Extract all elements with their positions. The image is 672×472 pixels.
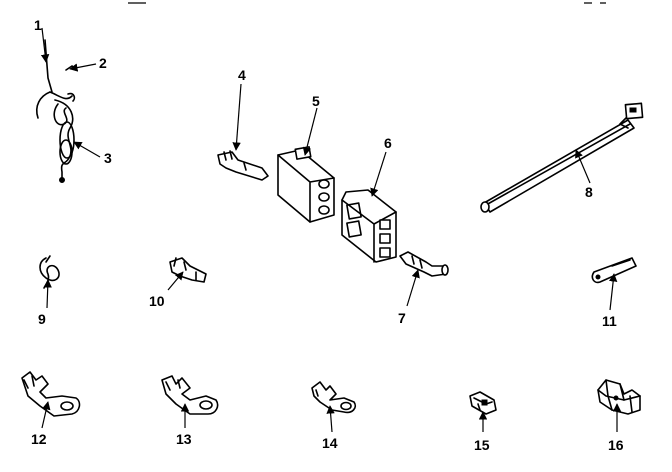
part-ring-terminal-large — [21, 371, 81, 417]
part-connector-receptacle-3pin — [341, 189, 397, 263]
callout-10: 10 — [149, 293, 165, 309]
callout-8: 8 — [585, 184, 593, 200]
callout-2: 2 — [99, 55, 107, 71]
callout-12: 12 — [31, 431, 47, 447]
part-flat-spade-terminal — [591, 257, 637, 284]
callout-4: 4 — [238, 67, 246, 83]
callout-3: 3 — [104, 150, 112, 166]
part-small-terminal — [169, 257, 207, 283]
part-spring-clip — [39, 255, 60, 289]
callout-5: 5 — [312, 93, 320, 109]
leader-lines — [40, 27, 622, 433]
callout-11: 11 — [602, 313, 617, 329]
part-ring-terminal-medium — [161, 375, 219, 415]
callout-16: 16 — [608, 437, 624, 453]
callout-14: 14 — [322, 435, 338, 451]
callout-labels: 1 2 3 4 5 6 7 8 9 10 11 12 13 14 15 16 — [31, 17, 624, 453]
part-crimp-connector — [469, 391, 497, 415]
callout-1: 1 — [34, 17, 42, 33]
callout-13: 13 — [176, 431, 192, 447]
callout-15: 15 — [474, 437, 490, 453]
part-wire-harness — [35, 39, 76, 183]
part-mounting-bracket — [597, 379, 641, 415]
part-connector-housing-3pin — [277, 146, 335, 223]
callout-6: 6 — [384, 135, 392, 151]
part-ring-terminal-small — [311, 381, 357, 414]
callout-9: 9 — [38, 311, 46, 327]
callout-7: 7 — [398, 310, 406, 326]
part-male-terminal — [399, 251, 449, 277]
part-female-terminal — [217, 150, 269, 181]
part-cable-tie — [480, 102, 644, 213]
